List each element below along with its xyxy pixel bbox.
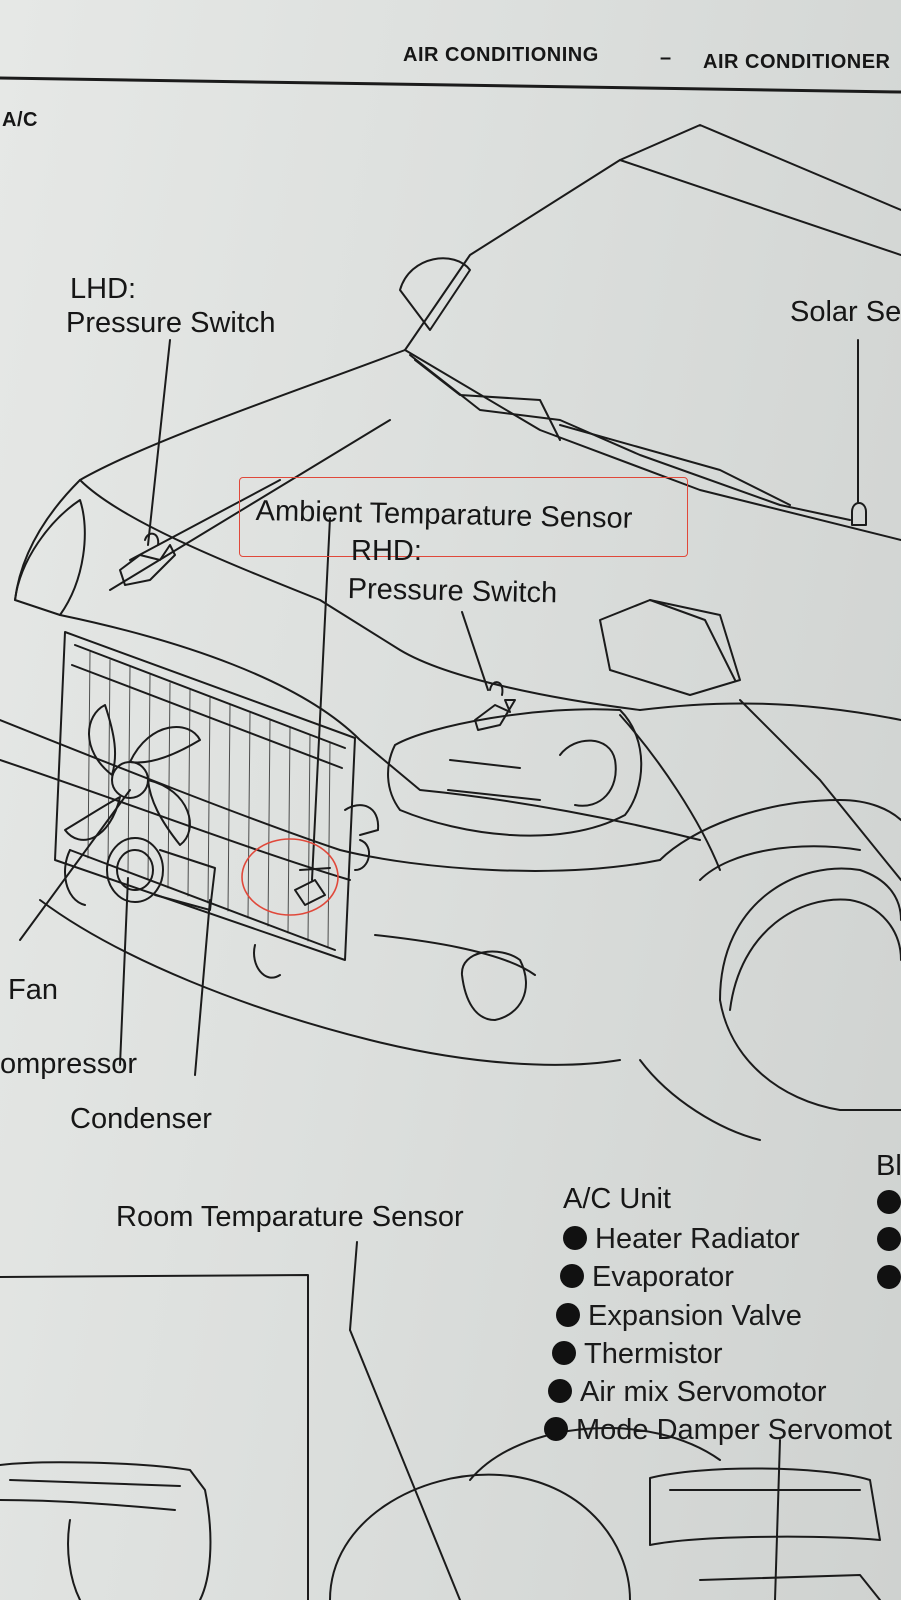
bullet-icon — [552, 1341, 576, 1365]
section-title: AIR CONDITIONING — [403, 44, 599, 66]
bullet-icon — [877, 1265, 901, 1289]
fan-label: Fan — [8, 974, 58, 1006]
bullet-icon — [544, 1417, 568, 1441]
ac-unit-title: A/C Unit — [563, 1183, 671, 1215]
list-item: Expansion Valve — [556, 1302, 802, 1331]
lhd-label: LHD: — [70, 273, 137, 305]
bullet-icon — [563, 1226, 587, 1250]
bullet-icon — [877, 1227, 901, 1251]
bullet-icon — [560, 1264, 584, 1288]
room-temperature-sensor-label: Room Temparature Sensor — [116, 1201, 464, 1233]
subsection-title: AIR CONDITIONER — [703, 51, 891, 73]
ambient-sensor-highlight-circle — [241, 838, 339, 916]
solar-sensor-label: Solar Se — [790, 296, 901, 328]
lhd-pressure-switch-label: Pressure Switch — [66, 307, 276, 339]
compressor-label: ompressor — [0, 1048, 137, 1080]
condenser-label: Condenser — [70, 1103, 212, 1135]
list-item: Thermistor — [552, 1340, 723, 1369]
list-item: Heater Radiator — [563, 1225, 800, 1254]
list-item: Evaporator — [560, 1263, 734, 1292]
bullet-icon — [556, 1303, 580, 1327]
bullet-icon — [548, 1379, 572, 1403]
blower-label-partial: Bl — [876, 1150, 901, 1182]
header-separator: – — [660, 47, 672, 69]
list-item: Air mix Servomotor — [548, 1378, 827, 1407]
list-item: Mode Damper Servomot — [544, 1416, 892, 1445]
bullet-icon — [877, 1190, 901, 1214]
rhd-label: RHD: — [351, 535, 422, 567]
rhd-pressure-switch-label: Pressure Switch — [347, 573, 558, 610]
page-tag: A/C — [2, 109, 38, 131]
ambient-sensor-highlight-box — [239, 477, 688, 557]
